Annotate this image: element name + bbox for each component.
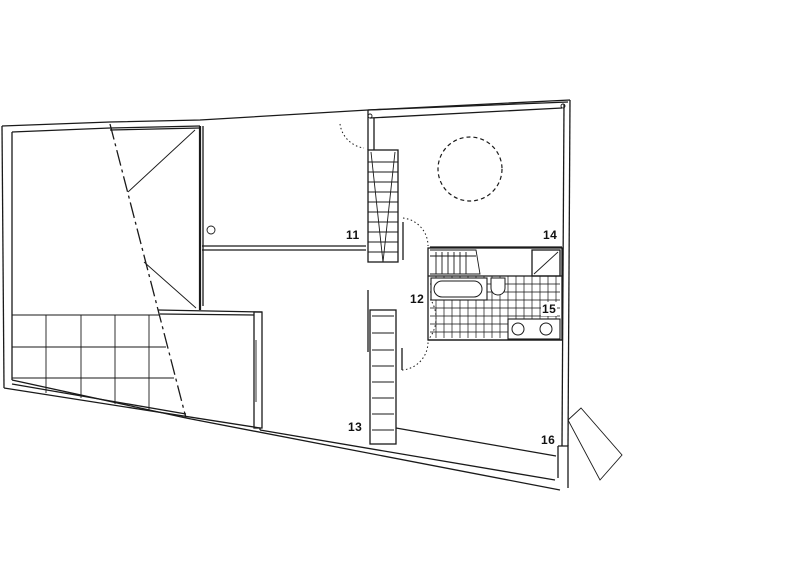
stair-upper (367, 149, 429, 263)
room-label-12: 12 (410, 292, 425, 306)
room-label-16: 16 (541, 433, 556, 447)
bathroom-15 (427, 247, 563, 341)
room-13-walls (157, 309, 263, 429)
room-14-walls (367, 101, 569, 248)
stair-lower (367, 290, 397, 445)
balcony (567, 407, 623, 481)
room-label-15: 15 (541, 302, 558, 316)
outer-walls (1, 99, 571, 491)
room-16-walls (395, 339, 562, 457)
room-label-13: 13 (348, 420, 363, 434)
room-label-11: 11 (346, 228, 360, 242)
room-11-walls (198, 123, 366, 310)
room-label-14: 14 (543, 228, 558, 242)
atrium-void (12, 123, 201, 419)
